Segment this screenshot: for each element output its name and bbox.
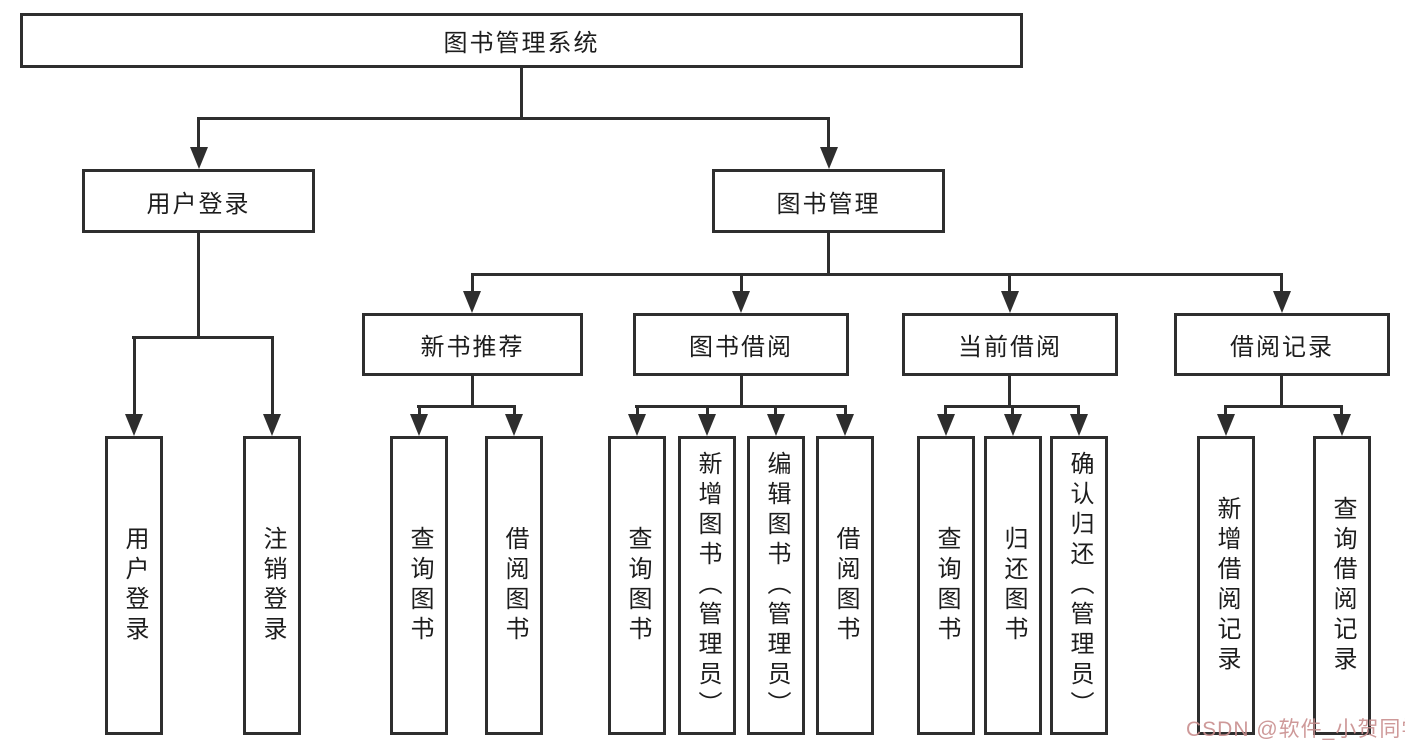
leaf-user-login: 用户登录 — [105, 436, 163, 735]
node-book-management: 图书管理 — [712, 169, 945, 233]
connector-shaft — [706, 405, 709, 416]
connector-user-login-shaft — [197, 117, 200, 150]
node-label: 借阅图书 — [832, 525, 859, 646]
connector-shaft — [774, 405, 777, 416]
node-label: 查询图书 — [624, 525, 651, 646]
connector-stem — [471, 376, 474, 408]
node-label: 归还图书 — [1000, 525, 1027, 646]
connector-shaft — [1280, 273, 1283, 294]
node-label: 图书借阅 — [689, 334, 793, 361]
connector-user-login-bar — [132, 336, 273, 339]
node-label: 查询图书 — [933, 525, 960, 646]
leaf-confirm-return-admin: 确认归还（管理员） — [1050, 436, 1108, 735]
arrow-down-icon — [732, 291, 750, 313]
connector-level3-bar — [471, 273, 1283, 276]
connector-book-management-shaft — [827, 117, 830, 150]
arrow-down-icon — [820, 147, 838, 169]
connector-level2-bar — [197, 117, 830, 120]
connector-stem — [740, 376, 743, 408]
arrow-down-icon — [190, 147, 208, 169]
leaf-query-books: 查询图书 — [917, 436, 975, 735]
node-label: 借阅图书 — [501, 525, 528, 646]
leaf-logout-login: 注销登录 — [243, 436, 301, 735]
node-label: 新书推荐 — [420, 334, 525, 361]
arrow-down-icon — [767, 414, 785, 436]
csdn-watermark: CSDN @软件_小贺同学 — [1186, 718, 1405, 741]
node-label: 新增图书（管理员） — [694, 450, 721, 721]
arrow-down-icon — [1333, 414, 1351, 436]
node-label: 编辑图书（管理员） — [763, 450, 790, 721]
arrow-down-icon — [1001, 291, 1019, 313]
arrow-down-icon — [937, 414, 955, 436]
connector-shaft — [1077, 405, 1080, 416]
node-label: 查询图书 — [406, 525, 433, 646]
arrow-down-icon — [125, 414, 143, 436]
connector-shaft — [271, 336, 274, 417]
connector-shaft — [418, 405, 421, 416]
arrow-down-icon — [263, 414, 281, 436]
connector-shaft — [1340, 405, 1343, 416]
node-label: 图书管理系统 — [443, 30, 600, 57]
node-label: 用户登录 — [146, 190, 251, 218]
arrow-down-icon — [463, 291, 481, 313]
connector-shaft — [133, 336, 136, 417]
connector-book-management-stem — [827, 233, 830, 276]
arrow-down-icon — [505, 414, 523, 436]
node-label: 借阅记录 — [1230, 334, 1334, 361]
connector-bar — [1224, 405, 1343, 408]
arrow-down-icon — [628, 414, 646, 436]
leaf-edit-books-admin: 编辑图书（管理员） — [747, 436, 805, 735]
node-label: 用户登录 — [121, 525, 148, 646]
connector-shaft — [471, 273, 474, 294]
leaf-query-books: 查询图书 — [608, 436, 666, 735]
arrow-down-icon — [1217, 414, 1235, 436]
leaf-borrow-books: 借阅图书 — [485, 436, 543, 735]
node-label: 确认归还（管理员） — [1066, 450, 1093, 721]
leaf-add-books-admin: 新增图书（管理员） — [678, 436, 736, 735]
node-label: 注销登录 — [259, 525, 286, 646]
arrow-down-icon — [1004, 414, 1022, 436]
leaf-query-books: 查询图书 — [390, 436, 448, 735]
node-current-borrowing: 当前借阅 — [902, 313, 1118, 376]
connector-bar — [417, 405, 515, 408]
connector-shaft — [740, 273, 743, 294]
node-new-book-recommendation: 新书推荐 — [362, 313, 583, 376]
node-label: 查询借阅记录 — [1329, 495, 1356, 676]
arrow-down-icon — [836, 414, 854, 436]
connector-shaft — [1008, 273, 1011, 294]
node-label: 图书管理 — [776, 190, 881, 218]
leaf-query-borrow-record: 查询借阅记录 — [1313, 436, 1371, 735]
node-user-login: 用户登录 — [82, 169, 315, 233]
leaf-return-books: 归还图书 — [984, 436, 1042, 735]
node-borrowing-records: 借阅记录 — [1174, 313, 1390, 376]
connector-shaft — [1011, 405, 1014, 416]
connector-shaft — [513, 405, 516, 416]
node-label: 当前借阅 — [958, 334, 1062, 361]
leaf-borrow-books: 借阅图书 — [816, 436, 874, 735]
connector-stem — [1280, 376, 1283, 408]
connector-shaft — [844, 405, 847, 416]
connector-shaft — [1224, 405, 1227, 416]
connector-root-stem — [520, 68, 523, 120]
node-label: 新增借阅记录 — [1213, 495, 1240, 676]
leaf-add-borrow-record: 新增借阅记录 — [1197, 436, 1255, 735]
arrow-down-icon — [698, 414, 716, 436]
arrow-down-icon — [1273, 291, 1291, 313]
connector-stem — [1008, 376, 1011, 408]
node-book-borrowing: 图书借阅 — [633, 313, 849, 376]
connector-user-login-stem — [197, 233, 200, 339]
node-book-management-system: 图书管理系统 — [20, 13, 1023, 68]
arrow-down-icon — [1070, 414, 1088, 436]
connector-bar — [635, 405, 846, 408]
connector-shaft — [636, 405, 639, 416]
connector-shaft — [944, 405, 947, 416]
arrow-down-icon — [410, 414, 428, 436]
